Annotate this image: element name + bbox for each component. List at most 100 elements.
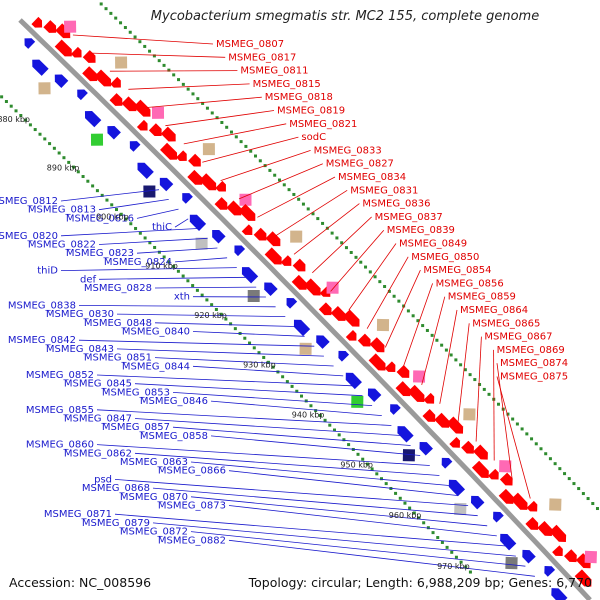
- outer-guide-dot: [157, 59, 161, 63]
- inner-guide-dot: [403, 501, 407, 505]
- reverse-gene-label: thiD: [37, 266, 58, 277]
- leader-line: [174, 257, 228, 263]
- forward-gene-arrow: [552, 545, 563, 557]
- leader-line: [109, 70, 238, 72]
- reverse-gene-label: xth: [174, 292, 190, 303]
- forward-gene-arrow: [110, 76, 121, 88]
- forward-gene-arrow: [564, 549, 577, 563]
- leader-line: [96, 444, 430, 466]
- forward-gene-arrow: [423, 392, 435, 404]
- forward-gene-label: MSMEG_0833: [314, 145, 382, 156]
- forward-gene-arrow: [471, 460, 489, 478]
- forward-gene-arrow: [291, 274, 307, 290]
- reverse-gene-arrow: [345, 372, 362, 390]
- forward-gene-arrow: [357, 333, 371, 347]
- outer-guide-dot: [340, 241, 344, 245]
- forward-gene-arrow: [488, 468, 499, 480]
- inner-guide-dot: [200, 293, 204, 297]
- forward-gene-arrow: [342, 309, 360, 327]
- outer-guide-dot: [383, 285, 387, 289]
- inner-guide-dot: [4, 100, 8, 104]
- inner-guide-dot: [129, 222, 133, 226]
- reverse-gene-arrow: [419, 441, 433, 456]
- outer-guide-dot: [301, 202, 305, 206]
- leader-line: [116, 348, 324, 357]
- forward-gene-arrow: [82, 66, 98, 82]
- forward-gene-arrow: [241, 224, 253, 235]
- leader-line: [210, 400, 382, 416]
- inner-guide-dot: [464, 565, 468, 569]
- feature-block: [549, 498, 562, 511]
- leader-line: [475, 336, 482, 442]
- reverse-gene-label: MSMEG_0830: [46, 309, 114, 320]
- inner-guide-dot: [233, 327, 237, 331]
- outer-guide-dot: [525, 432, 529, 436]
- reverse-gene-arrow: [77, 89, 88, 101]
- inner-guide-dot: [248, 341, 252, 345]
- inner-guide-dot: [417, 516, 421, 520]
- outer-guide-dot: [109, 11, 113, 15]
- outer-guide-dot: [354, 255, 358, 259]
- inner-guide-dot: [412, 511, 416, 515]
- leader-line: [183, 123, 287, 145]
- reverse-gene-arrow: [338, 350, 350, 362]
- kbp-tick-label: 910 kbp: [145, 261, 178, 270]
- outer-guide-dot: [511, 417, 515, 421]
- kbp-tick-label: 900 kbp: [96, 212, 129, 221]
- outer-guide-dot: [478, 382, 482, 386]
- reverse-gene-label: MSMEG_0848: [84, 318, 152, 329]
- outer-guide-dot: [244, 144, 248, 148]
- forward-gene-arrow: [549, 524, 567, 543]
- inner-guide-dot: [398, 496, 402, 500]
- leader-line: [330, 229, 385, 292]
- forward-gene-arrow: [148, 123, 162, 137]
- outer-guide-dot: [311, 212, 315, 216]
- reverse-gene-label: MSMEG_0855: [26, 405, 94, 416]
- inner-guide-dot: [337, 433, 341, 437]
- forward-gene-arrow: [136, 119, 148, 131]
- leader-lines: [60, 34, 535, 577]
- outer-guide-dot: [548, 457, 552, 461]
- leader-line: [98, 199, 169, 211]
- forward-gene-arrow: [160, 142, 178, 160]
- outer-guide-dot: [359, 260, 363, 264]
- outer-guide-dot: [201, 101, 205, 105]
- leader-line: [60, 228, 198, 237]
- inner-guide-dot: [365, 462, 369, 466]
- outer-guide-dot: [563, 472, 567, 476]
- feature-block: [239, 193, 252, 206]
- reverse-gene-label: MSMEG_0838: [8, 300, 76, 311]
- forward-gene-label: MSMEG_0818: [265, 92, 333, 103]
- forward-gene-arrow: [43, 20, 57, 33]
- outer-guide-dot: [277, 178, 281, 182]
- reverse-gene-label: MSMEG_0870: [120, 492, 188, 503]
- feature-block: [412, 370, 426, 383]
- forward-gene-arrow: [498, 488, 514, 504]
- outer-guide-dot: [220, 121, 224, 125]
- leader-line: [78, 305, 276, 308]
- leader-line: [403, 283, 433, 367]
- inner-guide-dot: [210, 303, 214, 307]
- outer-guide-dot: [181, 82, 185, 86]
- outer-guide-dot: [435, 338, 439, 342]
- forward-gene-label: MSMEG_0854: [423, 265, 491, 276]
- outer-guide-dot: [128, 30, 132, 34]
- reverse-gene-arrow: [129, 141, 141, 152]
- inner-guide-dot: [148, 241, 152, 245]
- outer-guide-dot: [440, 343, 444, 347]
- feature-block: [151, 106, 165, 119]
- forward-gene-label: MSMEG_0865: [472, 318, 540, 329]
- leader-line: [172, 426, 411, 446]
- leader-line: [60, 189, 160, 202]
- outer-guide-dot: [368, 270, 372, 274]
- reverse-gene-arrow: [54, 74, 69, 88]
- forward-gene-label: MSMEG_0819: [277, 106, 345, 117]
- feature-block: [38, 82, 51, 95]
- leader-line: [96, 374, 353, 387]
- forward-gene-label: MSMEG_0834: [338, 172, 406, 183]
- leader-line: [98, 237, 208, 245]
- outer-guide-dot: [205, 106, 209, 110]
- outer-guide-dot: [249, 149, 253, 153]
